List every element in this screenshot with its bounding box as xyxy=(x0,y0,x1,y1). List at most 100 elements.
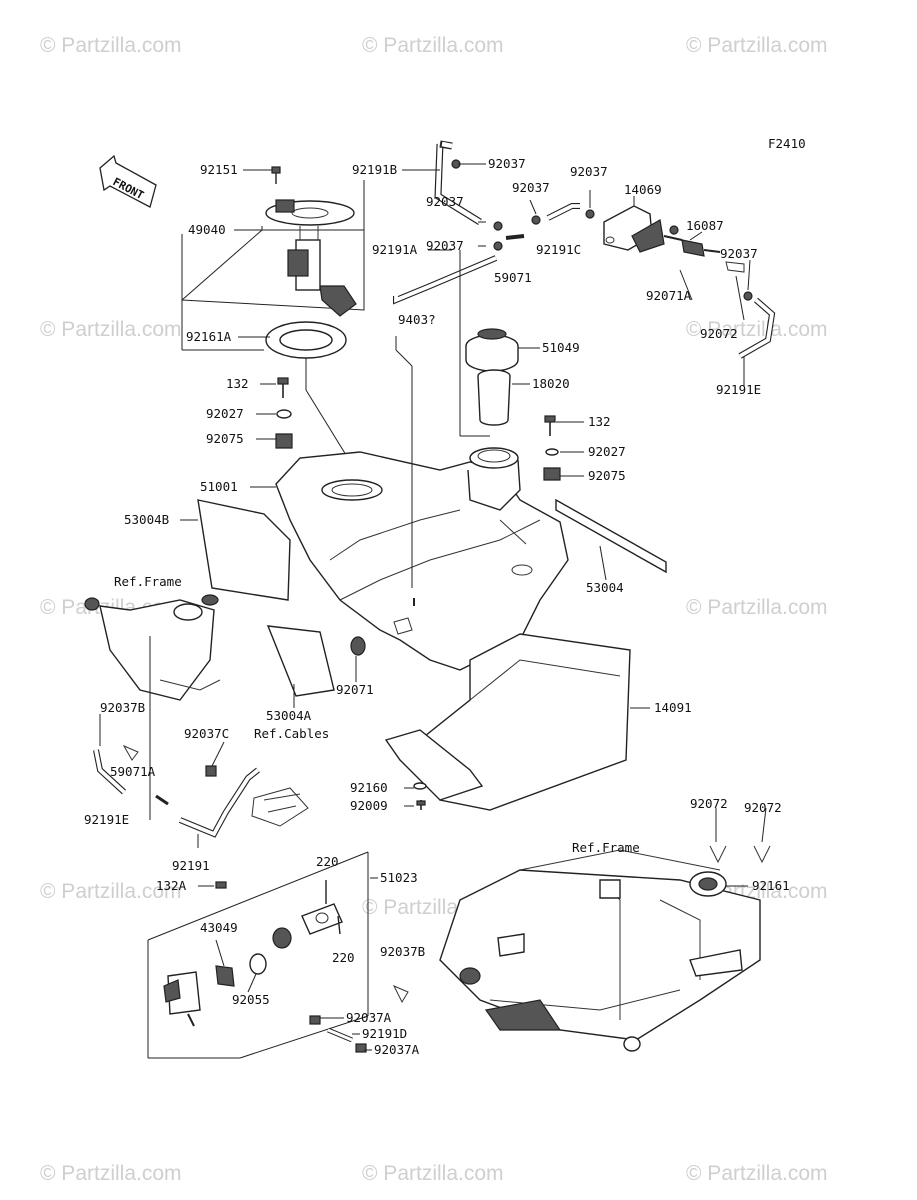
part-label: 51001 xyxy=(200,479,238,494)
diagram-code: F2410 xyxy=(768,136,806,151)
washer-icon xyxy=(276,409,292,419)
hose-icon xyxy=(434,140,482,225)
grommet-icon xyxy=(275,433,293,449)
part-label: 92009 xyxy=(350,798,388,813)
part-label: 14069 xyxy=(624,182,662,197)
part-label: 92161A xyxy=(186,329,232,344)
part-label: Ref.Frame xyxy=(572,840,640,855)
grommet-icon xyxy=(543,467,561,481)
part-label: 92072 xyxy=(700,326,738,341)
connector-icon xyxy=(505,234,525,240)
part-label: 92075 xyxy=(588,468,626,483)
part-label: 59071 xyxy=(494,270,532,285)
part-label: 92161 xyxy=(752,878,790,893)
part-label: 53004 xyxy=(586,580,624,595)
clamp-icon xyxy=(669,225,679,235)
part-label: 92055 xyxy=(232,992,270,1007)
watermark: © Partzilla.com xyxy=(40,318,182,341)
cable-bundle-icon xyxy=(251,787,309,827)
watermark-layer: © Partzilla.com © Partzilla.com © Partzi… xyxy=(40,34,828,1185)
part-label: 92037 xyxy=(426,238,464,253)
part-label: 92027 xyxy=(588,444,626,459)
skid-tray-icon xyxy=(384,633,631,811)
part-label: 92037A xyxy=(374,1042,420,1057)
part-label: 92037 xyxy=(570,164,608,179)
part-label: 132 xyxy=(588,414,611,429)
part-labels: 92151 49040 92161A 132 92027 92075 51001… xyxy=(84,156,790,1057)
part-label: 92037 xyxy=(488,156,526,171)
screw-icon xyxy=(337,915,341,935)
part-label: 51049 xyxy=(542,340,580,355)
part-label: 16087 xyxy=(686,218,724,233)
part-label: 92075 xyxy=(206,431,244,446)
lever-icon xyxy=(272,927,292,949)
front-arrow-icon: FRONT xyxy=(99,154,157,208)
part-label: 92191A xyxy=(372,242,418,257)
watermark: © Partzilla.com xyxy=(686,318,828,341)
plate-icon xyxy=(301,903,343,935)
clamp-icon xyxy=(309,1015,321,1025)
bolt-icon xyxy=(271,166,281,184)
part-label: Ref.Cables xyxy=(254,726,329,741)
part-label: 92037 xyxy=(512,180,550,195)
washer-icon xyxy=(545,448,559,456)
watermark: © Partzilla.com xyxy=(40,880,182,903)
o-ring-icon xyxy=(249,953,267,975)
clamp-icon xyxy=(122,744,139,761)
frame-icon xyxy=(439,849,761,1052)
fuel-pump-icon xyxy=(265,199,357,317)
valve-icon xyxy=(603,205,665,253)
clamp-icon xyxy=(205,765,217,777)
pad-icon xyxy=(197,499,291,601)
clamp-icon xyxy=(743,291,753,301)
part-label: Ref.Frame xyxy=(114,574,182,589)
filter-icon xyxy=(663,235,721,257)
hose-icon xyxy=(738,297,776,359)
part-label: 53004A xyxy=(266,708,312,723)
clamp-icon xyxy=(585,209,595,219)
part-label: 92071A xyxy=(646,288,692,303)
part-label: 92191 xyxy=(172,858,210,873)
watermark: © Partzilla.com xyxy=(686,1162,828,1185)
part-label: 220 xyxy=(332,950,355,965)
hose-icon xyxy=(327,1027,353,1043)
gasket-icon xyxy=(265,321,347,359)
watermark: © Partzilla.com xyxy=(686,596,828,619)
part-label: 92027 xyxy=(206,406,244,421)
part-label: 132 xyxy=(226,376,249,391)
watermark: © Partzilla.com xyxy=(686,34,828,57)
part-label: 92037A xyxy=(346,1010,392,1025)
part-label: 53004B xyxy=(124,512,169,527)
part-label: 49040 xyxy=(188,222,226,237)
hose-icon xyxy=(393,255,498,305)
part-label: 92191E xyxy=(84,812,129,827)
pad-icon xyxy=(266,625,335,697)
grommet-icon xyxy=(350,636,366,656)
part-label: 92037 xyxy=(720,246,758,261)
fuel-cap-icon xyxy=(465,328,519,372)
bolt-icon xyxy=(544,415,556,436)
part-label: 92071 xyxy=(336,682,374,697)
part-label: 92151 xyxy=(200,162,238,177)
clamp-icon xyxy=(531,215,541,225)
hose-icon xyxy=(93,749,127,795)
part-label: 14091 xyxy=(654,700,692,715)
hose-icon xyxy=(546,203,580,221)
part-label: 51023 xyxy=(380,870,418,885)
watermark: © Partzilla.com xyxy=(362,1162,504,1185)
part-label: 43049 xyxy=(200,920,238,935)
clamp-icon xyxy=(725,261,745,273)
part-label: 220 xyxy=(316,854,339,869)
bolt-icon xyxy=(416,800,426,810)
clamp-icon xyxy=(493,221,503,231)
hose-icon xyxy=(178,767,260,838)
part-label: 92191C xyxy=(536,242,581,257)
part-label: 92037B xyxy=(100,700,145,715)
part-label: 92037B xyxy=(380,944,425,959)
connector-icon xyxy=(155,794,169,806)
washer-icon xyxy=(413,782,427,790)
watermark: © Partzilla.com xyxy=(40,1162,182,1185)
part-label: 92072 xyxy=(690,796,728,811)
part-label: 92191E xyxy=(716,382,761,397)
